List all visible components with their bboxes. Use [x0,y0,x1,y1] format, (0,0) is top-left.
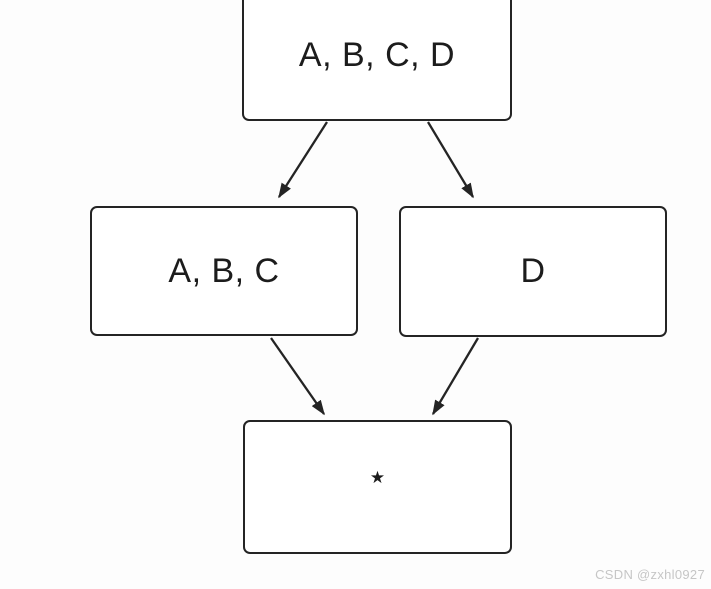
star-icon: ★ [369,468,386,487]
watermark: CSDN @zxhl0927 [595,567,705,582]
edge-root-to-d [427,121,474,199]
edge-root-to-abc [278,121,328,199]
node-abc-label: A, B, C [168,251,280,290]
node-star: ★ [243,420,512,554]
node-d: D [399,206,667,337]
node-root: A, B, C, D [242,0,512,121]
edge-d-to-star [432,337,479,416]
node-abc: A, B, C [90,206,358,336]
node-d-label: D [520,252,546,290]
edge-abc-to-star [270,337,325,416]
node-root-label: A, B, C, D [298,36,456,74]
